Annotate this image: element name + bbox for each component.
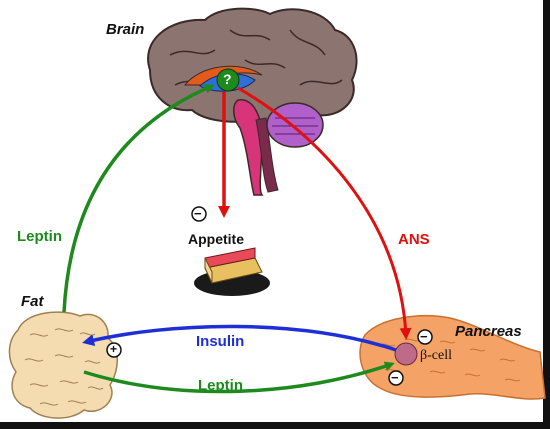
fat-plus-sign: + xyxy=(110,342,118,356)
appetite-minus-sign: − xyxy=(194,206,202,221)
insulin-label: Insulin xyxy=(196,333,245,350)
question-mark: ? xyxy=(223,71,232,87)
leptin-bottom-label: Leptin xyxy=(198,377,243,394)
leptin-to-pancreas-arrow xyxy=(83,361,395,394)
fat-plus-circle xyxy=(106,342,122,358)
appetite-label: Appetite xyxy=(188,231,244,247)
pancreas-label: Pancreas xyxy=(455,323,522,340)
beta-upper-minus-sign: − xyxy=(420,329,428,344)
brain-illustration xyxy=(147,7,358,196)
beta-upper-minus-circle xyxy=(417,329,433,345)
ans-label: ANS xyxy=(398,231,430,248)
beta-cell-label: β-cell xyxy=(420,348,452,363)
brain-label: Brain xyxy=(106,21,145,38)
beta-lower-minus-sign: − xyxy=(391,370,399,385)
beta-lower-minus-circle xyxy=(388,370,404,386)
fat-tissue-illustration xyxy=(8,311,118,419)
cake-plate-illustration xyxy=(194,247,270,296)
insulin-arrow xyxy=(82,324,397,352)
fat-label: Fat xyxy=(21,293,44,310)
leptin-to-brain-arrow xyxy=(62,84,215,313)
leptin-left-label: Leptin xyxy=(17,228,62,245)
ans-arrow xyxy=(237,86,412,340)
appetite-minus-circle xyxy=(191,206,207,222)
